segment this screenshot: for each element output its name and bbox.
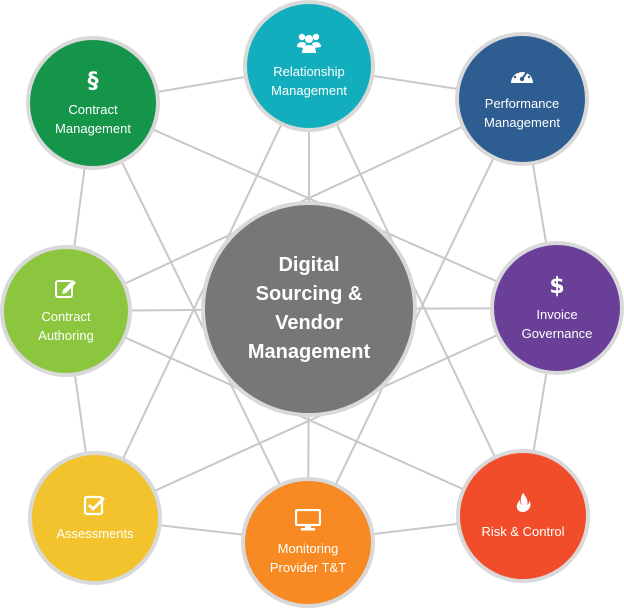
svg-text:§: §	[88, 69, 99, 92]
connector-line	[308, 65, 524, 517]
svg-text:$: $	[549, 274, 564, 297]
node-label: Contract Authoring	[38, 309, 94, 343]
node-assessments: Assessments	[28, 451, 162, 585]
node-contract-management: § Contract Management	[26, 36, 160, 170]
node-relationship-management: Relationship Management	[243, 0, 375, 132]
checkbox-icon	[83, 494, 107, 516]
node-label: Performance Management	[484, 96, 560, 130]
node-label: Invoice Governance	[521, 307, 593, 341]
gauge-icon	[509, 66, 535, 86]
connector-line	[92, 102, 309, 543]
center-node: Digital Sourcing & Vendor Management	[201, 201, 417, 417]
node-label: Risk & Control	[481, 523, 565, 539]
dollar-icon: $	[549, 273, 565, 299]
center-label: Digital Sourcing & Vendor Management	[247, 254, 371, 363]
node-risk-control: Risk & Control	[456, 449, 590, 583]
node-label: Contract Management	[55, 102, 131, 136]
people-group-icon	[296, 32, 322, 54]
node-contract-authoring: Contract Authoring	[0, 245, 132, 377]
monitor-icon	[294, 508, 322, 531]
section-sign-icon: §	[85, 68, 101, 94]
node-label: Monitoring Provider T&T	[269, 540, 347, 575]
node-label: Assessments	[56, 525, 134, 541]
node-performance-management: Performance Management	[455, 32, 589, 166]
pencil-edit-icon	[54, 277, 78, 299]
node-invoice-governance: $ Invoice Governance	[490, 241, 624, 375]
flame-icon	[514, 492, 532, 514]
node-monitoring-provider: Monitoring Provider T&T	[241, 477, 375, 608]
node-label: Relationship Management	[271, 64, 347, 98]
